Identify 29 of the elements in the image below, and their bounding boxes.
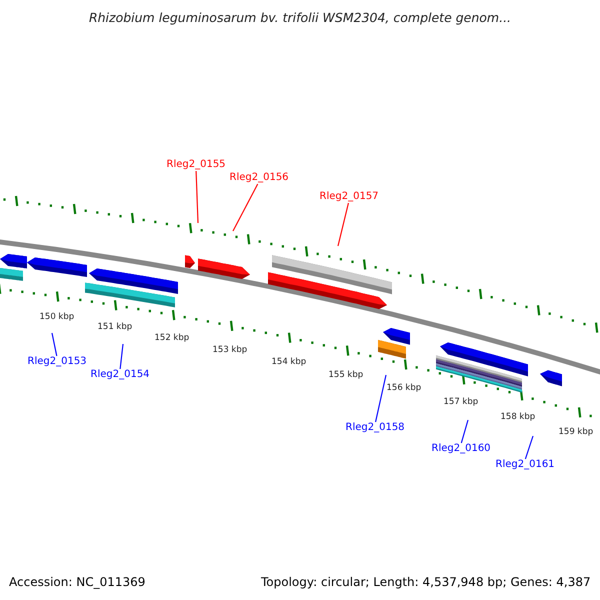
leader-line	[120, 344, 124, 370]
leader-line	[460, 420, 469, 444]
gene-label: Rleg2_0156	[230, 172, 289, 184]
footer-text: Accession: NC_011369	[9, 575, 146, 589]
scale-label: 155 kbp	[328, 370, 364, 380]
chart-title: Rhizobium leguminosarum bv. trifolii WSM2304, complete genom...	[88, 10, 512, 25]
leader-line	[337, 202, 349, 246]
scale-label: 153 kbp	[212, 345, 248, 355]
scale-label: 154 kbp	[272, 357, 306, 367]
leader-line	[524, 436, 534, 460]
scale-label: 157 kbp	[444, 397, 478, 407]
scale-label: 150 kbp	[40, 312, 74, 322]
gene-label: Rleg2_0161	[496, 459, 555, 471]
leader-line	[51, 332, 58, 356]
gene-label: Rleg2_0157	[320, 191, 379, 203]
gene-label: Rleg2_0155	[166, 159, 226, 171]
leader-line	[196, 170, 199, 224]
gene-label: Rleg2_0153	[28, 356, 87, 368]
leader-line	[232, 184, 258, 232]
scale-label: 151 kbp	[98, 322, 132, 332]
scale-label: 159 kbp	[558, 427, 594, 437]
gene-label: Rleg2_0154	[90, 369, 150, 381]
gene-label: Rleg2_0158	[346, 422, 405, 434]
footer-text: Topology: circular; Length: 4,537,948 bp; Genes: 4,387	[261, 575, 591, 589]
leader-line	[375, 374, 387, 422]
scale-label: 152 kbp	[154, 333, 190, 343]
scale-label: 156 kbp	[386, 383, 422, 393]
scale-label: 158 kbp	[500, 412, 536, 422]
gene-label: Rleg2_0160	[432, 443, 491, 455]
